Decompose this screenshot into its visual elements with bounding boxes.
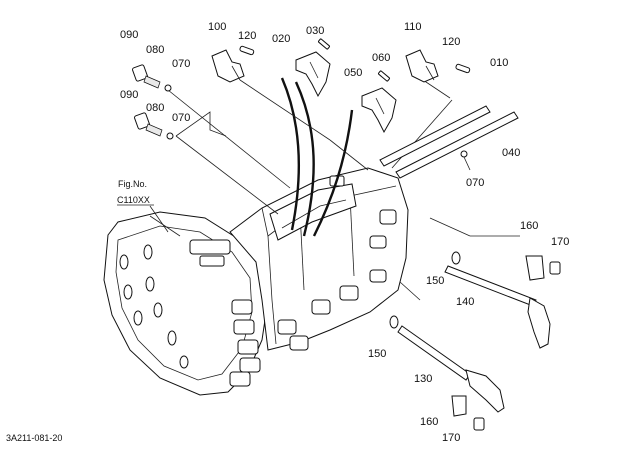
shift-rail-040 bbox=[395, 111, 519, 179]
callout-160-lower: 160 bbox=[420, 416, 438, 428]
callout-070-rail: 070 bbox=[466, 177, 484, 189]
callout-070-upper: 070 bbox=[172, 58, 190, 70]
shift-fork-020 bbox=[295, 51, 331, 98]
pin-030 bbox=[318, 38, 330, 50]
callout-090-upper: 090 bbox=[120, 29, 138, 41]
callout-120-right: 120 bbox=[442, 36, 460, 48]
callout-150-lower: 150 bbox=[368, 348, 386, 360]
bolt-170-upper bbox=[549, 261, 561, 275]
callout-090-lower: 090 bbox=[120, 89, 138, 101]
pin-060 bbox=[378, 70, 390, 82]
thick-shift-rods bbox=[280, 77, 354, 237]
callout-040: 040 bbox=[502, 147, 520, 159]
bracket-160-upper bbox=[525, 255, 545, 281]
pin-120-left bbox=[239, 45, 255, 56]
callout-160-upper: 160 bbox=[520, 220, 538, 232]
callout-labels: 090 080 070 090 080 070 100 120 020 030 … bbox=[120, 21, 569, 444]
pin-120-right bbox=[455, 63, 471, 74]
callout-050: 050 bbox=[344, 67, 362, 79]
callout-080-lower: 080 bbox=[146, 102, 164, 114]
shifter-110 bbox=[405, 49, 439, 83]
callout-110: 110 bbox=[404, 21, 422, 33]
callout-010: 010 bbox=[490, 57, 508, 69]
callout-060: 060 bbox=[372, 52, 390, 64]
callout-170-lower: 170 bbox=[442, 432, 460, 444]
callout-120-left: 120 bbox=[238, 30, 256, 42]
lever-shaft-130 bbox=[397, 325, 505, 413]
lever-shaft-140 bbox=[444, 265, 551, 349]
detent-assembly-upper bbox=[132, 64, 172, 92]
figure-ref-line2: C110XX bbox=[117, 195, 150, 205]
ball-070 bbox=[460, 150, 468, 158]
oring-150-lower bbox=[389, 315, 399, 329]
callout-020: 020 bbox=[272, 33, 290, 45]
callout-080-upper: 080 bbox=[146, 44, 164, 56]
callout-070-lower: 070 bbox=[172, 112, 190, 124]
bracket-160-lower bbox=[451, 395, 467, 417]
shift-rail-010 bbox=[379, 105, 491, 167]
detent-assembly-lower bbox=[134, 112, 174, 140]
shifter-100 bbox=[211, 49, 245, 83]
shift-fork-050 bbox=[361, 87, 397, 134]
drawing-code: 3A211-081-20 bbox=[6, 433, 62, 443]
callout-150-upper: 150 bbox=[426, 275, 444, 287]
figure-ref-line1: Fig.No. bbox=[118, 179, 147, 189]
callout-140: 140 bbox=[456, 296, 474, 308]
callout-030: 030 bbox=[306, 25, 324, 37]
bolt-170-lower bbox=[473, 417, 485, 431]
oring-150-upper bbox=[451, 251, 461, 265]
flange-bolt-holes bbox=[119, 244, 189, 369]
callout-170-upper: 170 bbox=[551, 236, 569, 248]
transmission-case bbox=[103, 167, 409, 396]
callout-130: 130 bbox=[414, 373, 432, 385]
figure-reference: Fig.No. C110XX bbox=[117, 179, 169, 233]
callout-100: 100 bbox=[208, 21, 226, 33]
